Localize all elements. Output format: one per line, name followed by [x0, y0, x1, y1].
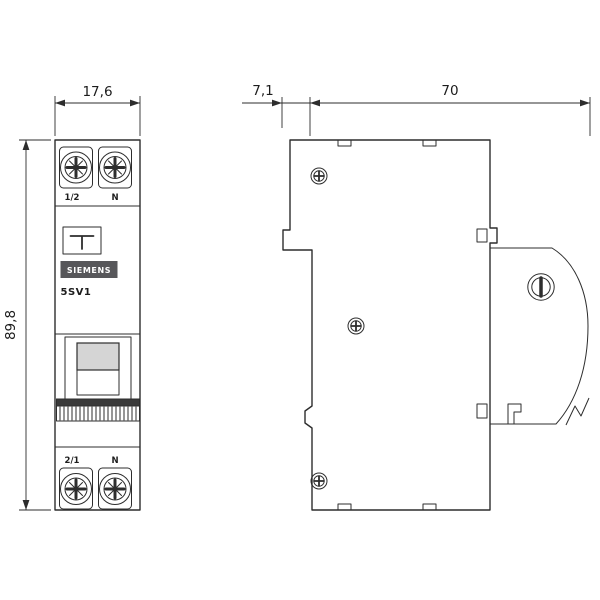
din-clip-screw-icon: [527, 273, 555, 301]
terminal-label-top-left: 1/2: [65, 193, 80, 203]
front-depth-dimension-label: 7,1: [252, 83, 273, 99]
clip-hook-icon: [507, 403, 522, 424]
height-dimension: 89,8: [3, 139, 51, 511]
brand-badge: [60, 261, 118, 278]
model-text: 5SV1: [61, 287, 92, 298]
side-screw-top-icon: [310, 167, 328, 185]
din-rail-clip: [476, 228, 590, 426]
top-left-terminal-screw-icon: [59, 146, 93, 189]
test-button-icon: [62, 226, 102, 255]
bottom-left-terminal-screw-icon: [59, 467, 93, 510]
side-screw-bottom-icon: [310, 472, 328, 490]
depth-dimensions: 7,1 70: [242, 83, 591, 136]
mounting-tabs: [337, 139, 437, 511]
side-screw-middle-icon: [347, 317, 365, 335]
toggle-switch-icon: [64, 336, 132, 400]
bottom-right-terminal-screw-icon: [98, 467, 132, 510]
width-dimension-label: 17,6: [82, 84, 112, 100]
width-dimension: 17,6: [54, 84, 141, 136]
depth-dimension-label: 70: [441, 83, 458, 99]
front-view: 1/2 N SIEMENS 5SV1 2/1 N: [54, 139, 141, 511]
side-body-outline: [282, 139, 498, 511]
terminal-label-top-right: N: [111, 193, 118, 203]
rail-hook-bottom-icon: [476, 403, 488, 419]
rail-hook-top-icon: [476, 228, 488, 243]
dimension-annotations: 17,6 89,8 7,1 70: [3, 83, 591, 511]
side-view: [282, 139, 590, 511]
spring-break-icon: [565, 397, 590, 426]
terminal-label-bottom-left: 2/1: [65, 456, 80, 466]
terminal-label-bottom-right: N: [111, 456, 118, 466]
brand-text: SIEMENS: [67, 266, 111, 275]
front-body-outline: [54, 139, 141, 511]
height-dimension-label: 89,8: [3, 310, 19, 340]
ribbed-base: [56, 398, 140, 422]
top-right-terminal-screw-icon: [98, 146, 132, 189]
